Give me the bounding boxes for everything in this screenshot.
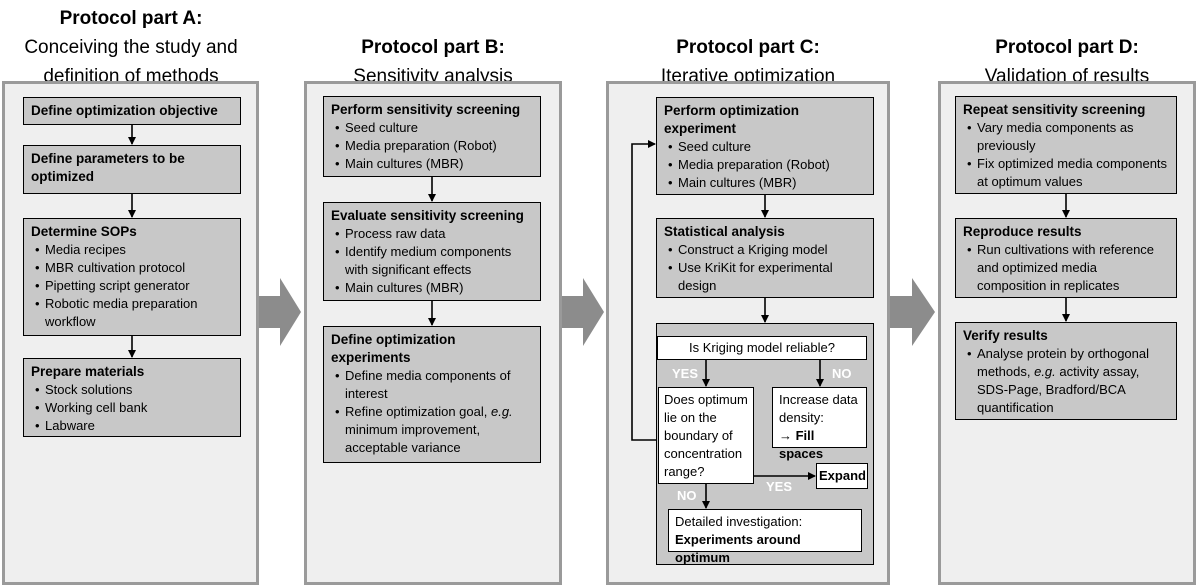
- determine-sops-box: Determine SOPs Media recipes MBR cultiva…: [23, 218, 241, 336]
- reproduce-results-title: Reproduce results: [963, 224, 1082, 239]
- define-parameters-title-1: Define parameters to be: [31, 151, 185, 166]
- fill-spaces-text: → Fill spaces: [779, 428, 824, 461]
- optimum-question-box: Does optimum lie on the boundary of conc…: [658, 387, 754, 484]
- list-item: Vary media components as previously: [963, 119, 1169, 155]
- list-item: Robotic media preparation workflow: [31, 295, 233, 331]
- repeat-screening-box: Repeat sensitivity screening Vary media …: [955, 96, 1177, 194]
- list-item: Analyse protein by orthogonal methods, e…: [963, 345, 1169, 417]
- sensitivity-screening-title: Perform sensitivity screening: [331, 102, 521, 117]
- list-item: Media preparation (Robot): [331, 137, 533, 155]
- reproduce-results-box: Reproduce results Run cultivations with …: [955, 218, 1177, 298]
- detailed-investigation-box: Detailed investigation: Experiments arou…: [668, 509, 862, 565]
- optimization-experiment-title-2: experiment: [664, 121, 737, 136]
- increase-density-box: Increase data density: → Fill spaces: [772, 387, 867, 461]
- define-experiments-title-2: experiments: [331, 350, 411, 365]
- part-b-title: Protocol part B:: [361, 37, 505, 58]
- expand-box: Expand: [816, 463, 868, 489]
- evaluate-screening-box: Evaluate sensitivity screening Process r…: [323, 202, 541, 301]
- repeat-screening-title: Repeat sensitivity screening: [963, 102, 1146, 117]
- part-c-title: Protocol part C:: [676, 37, 820, 58]
- no-label-2: NO: [677, 488, 697, 503]
- optimization-experiment-title-1: Perform optimization: [664, 103, 800, 118]
- define-objective-box: Define optimization objective: [23, 97, 241, 125]
- list-item: Seed culture: [664, 138, 866, 156]
- evaluate-screening-title: Evaluate sensitivity screening: [331, 208, 524, 223]
- increase-density-line-2: density:: [779, 410, 824, 425]
- list-item: Labware: [31, 417, 233, 435]
- define-experiments-box: Define optimization experiments Define m…: [323, 326, 541, 463]
- statistical-analysis-title: Statistical analysis: [664, 224, 785, 239]
- define-objective-title: Define optimization objective: [31, 103, 218, 118]
- kriging-question-text: Is Kriging model reliable?: [689, 340, 835, 355]
- part-a-heading: Protocol part A: Conceiving the study an…: [0, 4, 262, 91]
- verify-results-title: Verify results: [963, 328, 1048, 343]
- big-arrow-icon: [562, 278, 604, 346]
- kriging-question-box: Is Kriging model reliable?: [657, 336, 867, 360]
- no-label-1: NO: [832, 366, 852, 381]
- list-item-text: minimum improvement, acceptable variance: [345, 422, 481, 455]
- list-item-text: activity assay, SDS-Page, Bradford/BCA q…: [977, 364, 1140, 415]
- increase-density-line-1: Increase data: [779, 392, 858, 407]
- list-item: Pipetting script generator: [31, 277, 233, 295]
- list-item: Refine optimization goal, e.g. minimum i…: [331, 403, 533, 457]
- list-item: Fix optimized media components at optimu…: [963, 155, 1169, 191]
- detailed-investigation-line-2: Experiments around optimum: [675, 532, 801, 565]
- detailed-investigation-line-1: Detailed investigation:: [675, 514, 803, 529]
- optimum-question-text: Does optimum lie on the boundary of conc…: [664, 392, 748, 479]
- list-item-eg: e.g.: [1034, 364, 1056, 379]
- prepare-materials-box: Prepare materials Stock solutions Workin…: [23, 358, 241, 437]
- list-item: Main cultures (MBR): [331, 155, 533, 173]
- list-item: Main cultures (MBR): [331, 279, 533, 297]
- list-item: Define media components of interest: [331, 367, 533, 403]
- yes-label-1: YES: [672, 366, 699, 381]
- sensitivity-screening-box: Perform sensitivity screening Seed cultu…: [323, 96, 541, 177]
- list-item: Identify medium components with signific…: [331, 243, 533, 279]
- list-item: Main cultures (MBR): [664, 174, 866, 192]
- list-item: Working cell bank: [31, 399, 233, 417]
- list-item: Seed culture: [331, 119, 533, 137]
- list-item: Use KriKit for experimental design: [664, 259, 866, 295]
- yes-label-2: YES: [766, 479, 793, 494]
- expand-text: Expand: [819, 468, 866, 483]
- verify-results-box: Verify results Analyse protein by orthog…: [955, 322, 1177, 420]
- part-a-subtitle-1: Conceiving the study and: [24, 37, 238, 58]
- big-arrow-icon: [890, 278, 935, 346]
- determine-sops-title: Determine SOPs: [31, 224, 137, 239]
- list-item: Media preparation (Robot): [664, 156, 866, 174]
- optimization-experiment-box: Perform optimization experiment Seed cul…: [656, 97, 874, 195]
- list-item-text: Refine optimization goal,: [345, 404, 491, 419]
- part-d-title: Protocol part D:: [995, 37, 1139, 58]
- list-item: Construct a Kriging model: [664, 241, 866, 259]
- part-a-title: Protocol part A:: [59, 8, 203, 29]
- list-item: Media recipes: [31, 241, 233, 259]
- big-arrow-icon: [259, 278, 301, 346]
- statistical-analysis-box: Statistical analysis Construct a Kriging…: [656, 218, 874, 298]
- define-experiments-title-1: Define optimization: [331, 332, 456, 347]
- list-item: Process raw data: [331, 225, 533, 243]
- define-parameters-title-2: optimized: [31, 169, 94, 184]
- list-item: Run cultivations with reference and opti…: [963, 241, 1169, 295]
- list-item: Stock solutions: [31, 381, 233, 399]
- list-item-eg: e.g.: [490, 404, 513, 419]
- prepare-materials-title: Prepare materials: [31, 364, 145, 379]
- list-item: MBR cultivation protocol: [31, 259, 233, 277]
- list-item-text: Analyse protein by orthogonal methods,: [977, 346, 1150, 379]
- define-parameters-box: Define parameters to be optimized: [23, 145, 241, 194]
